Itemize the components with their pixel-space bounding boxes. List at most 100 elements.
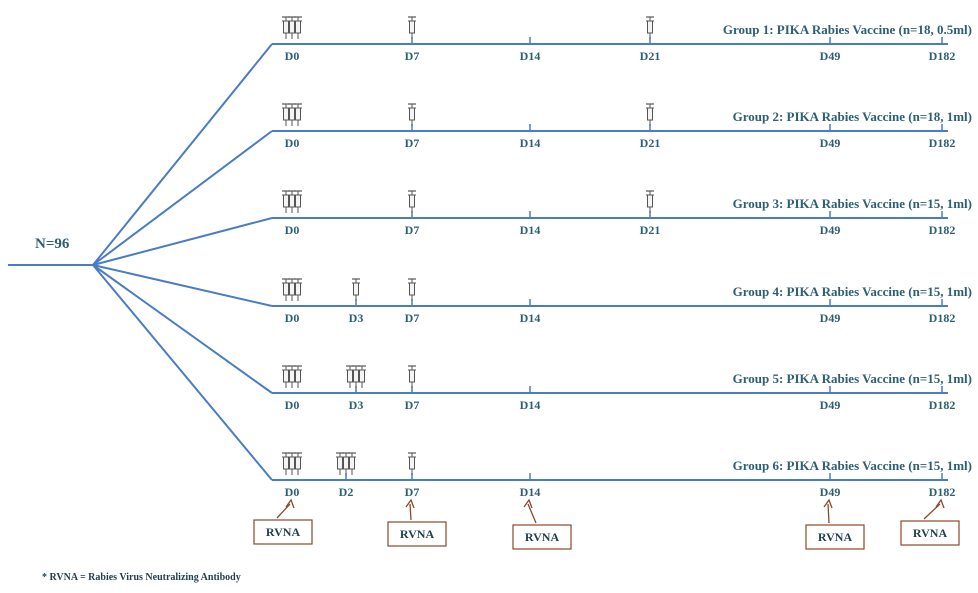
day-label: D21 <box>640 223 661 237</box>
syringe-icon <box>646 103 654 126</box>
day-label: D49 <box>820 223 841 237</box>
syringe-icon <box>342 452 350 475</box>
rvna-box <box>512 524 572 550</box>
rvna-arrow <box>827 503 830 524</box>
syringe-icon <box>408 365 416 388</box>
day-label: D21 <box>640 49 661 63</box>
syringe-icon <box>352 365 360 388</box>
day-label: D49 <box>820 49 841 63</box>
rvna-box <box>253 519 313 545</box>
day-label: D0 <box>285 223 300 237</box>
branch-line <box>92 217 273 266</box>
syringe-icon <box>288 190 296 213</box>
day-label: D182 <box>929 223 956 237</box>
day-label: D7 <box>405 311 420 325</box>
day-label: D7 <box>405 398 420 412</box>
group-label: Group 5: PIKA Rabies Vaccine (n=15, 1ml) <box>733 371 972 386</box>
group-timeline-3: D0 D7 D14 D21 D49 D182 Group 3: PIKA Rabies Va… <box>92 190 972 266</box>
day-label: D21 <box>640 136 661 150</box>
syringe-icon <box>282 278 290 301</box>
syringe-icon <box>358 365 366 388</box>
syringe-icon <box>294 452 302 475</box>
day-label: D7 <box>405 136 420 150</box>
day-label: D14 <box>520 136 541 150</box>
syringe-icon <box>288 365 296 388</box>
syringe-icon <box>282 16 290 39</box>
syringe-icon <box>408 278 416 301</box>
branch-line <box>92 264 273 307</box>
syringe-icon <box>336 452 344 475</box>
rvna-box <box>805 524 865 550</box>
footnote: * RVNA = Rabies Virus Neutralizing Antib… <box>42 572 241 583</box>
day-label: D182 <box>929 311 956 325</box>
rvna-arrow <box>923 503 941 520</box>
rvna-label: RVNA <box>266 525 301 539</box>
syringe-icon <box>646 16 654 39</box>
syringe-icon <box>646 190 654 213</box>
day-label: D14 <box>520 398 541 412</box>
syringe-icon <box>288 278 296 301</box>
syringe-icon <box>294 190 302 213</box>
group-label: Group 6: PIKA Rabies Vaccine (n=15, 1ml) <box>733 458 972 473</box>
syringe-icon <box>288 103 296 126</box>
day-label: D182 <box>929 485 956 499</box>
rvna-label: RVNA <box>400 527 435 541</box>
syringe-icon <box>348 452 356 475</box>
day-label: D7 <box>405 223 420 237</box>
branch-line <box>92 264 273 481</box>
day-label: D14 <box>520 485 541 499</box>
day-label: D14 <box>520 311 541 325</box>
syringe-icon <box>282 190 290 213</box>
day-label: D49 <box>820 485 841 499</box>
day-label: D49 <box>820 311 841 325</box>
day-label: D182 <box>929 398 956 412</box>
day-label: D49 <box>820 136 841 150</box>
total-participants-label: N=96 <box>35 236 70 252</box>
branch-line <box>92 130 273 266</box>
day-label: D182 <box>929 136 956 150</box>
day-label: D0 <box>285 49 300 63</box>
day-label: D3 <box>349 398 364 412</box>
day-label: D0 <box>285 311 300 325</box>
rvna-sample-d14: RVNA <box>512 498 572 550</box>
syringe-icon <box>288 16 296 39</box>
rvna-arrow <box>276 503 291 519</box>
syringe-icon <box>408 103 416 126</box>
branch-line <box>92 264 273 394</box>
day-label: D7 <box>405 485 420 499</box>
branch-line <box>92 43 273 266</box>
syringe-icon <box>294 16 302 39</box>
syringe-icon <box>288 452 296 475</box>
syringe-icon <box>282 103 290 126</box>
day-label: D14 <box>520 223 541 237</box>
day-label: D2 <box>339 485 354 499</box>
syringe-icon <box>294 103 302 126</box>
syringe-icon <box>408 452 416 475</box>
syringe-icon <box>408 190 416 213</box>
day-label: D49 <box>820 398 841 412</box>
syringe-icon <box>346 365 354 388</box>
day-label: D0 <box>285 398 300 412</box>
day-label: D7 <box>405 49 420 63</box>
day-label: D3 <box>349 311 364 325</box>
group-label: Group 1: PIKA Rabies Vaccine (n=18, 0.5m… <box>723 22 972 37</box>
syringe-icon <box>282 452 290 475</box>
group-label: Group 3: PIKA Rabies Vaccine (n=15, 1ml) <box>733 196 972 211</box>
syringe-icon <box>352 278 360 301</box>
rvna-label: RVNA <box>818 530 853 544</box>
day-label: D0 <box>285 485 300 499</box>
day-label: D14 <box>520 49 541 63</box>
group-label: Group 2: PIKA Rabies Vaccine (n=18, 1ml) <box>733 109 972 124</box>
rvna-box <box>387 521 447 547</box>
rvna-sample-d182: RVNA <box>900 498 960 546</box>
syringe-icon <box>282 365 290 388</box>
rvna-sample-d7: RVNA <box>387 498 447 547</box>
rvna-arrow <box>409 503 412 521</box>
